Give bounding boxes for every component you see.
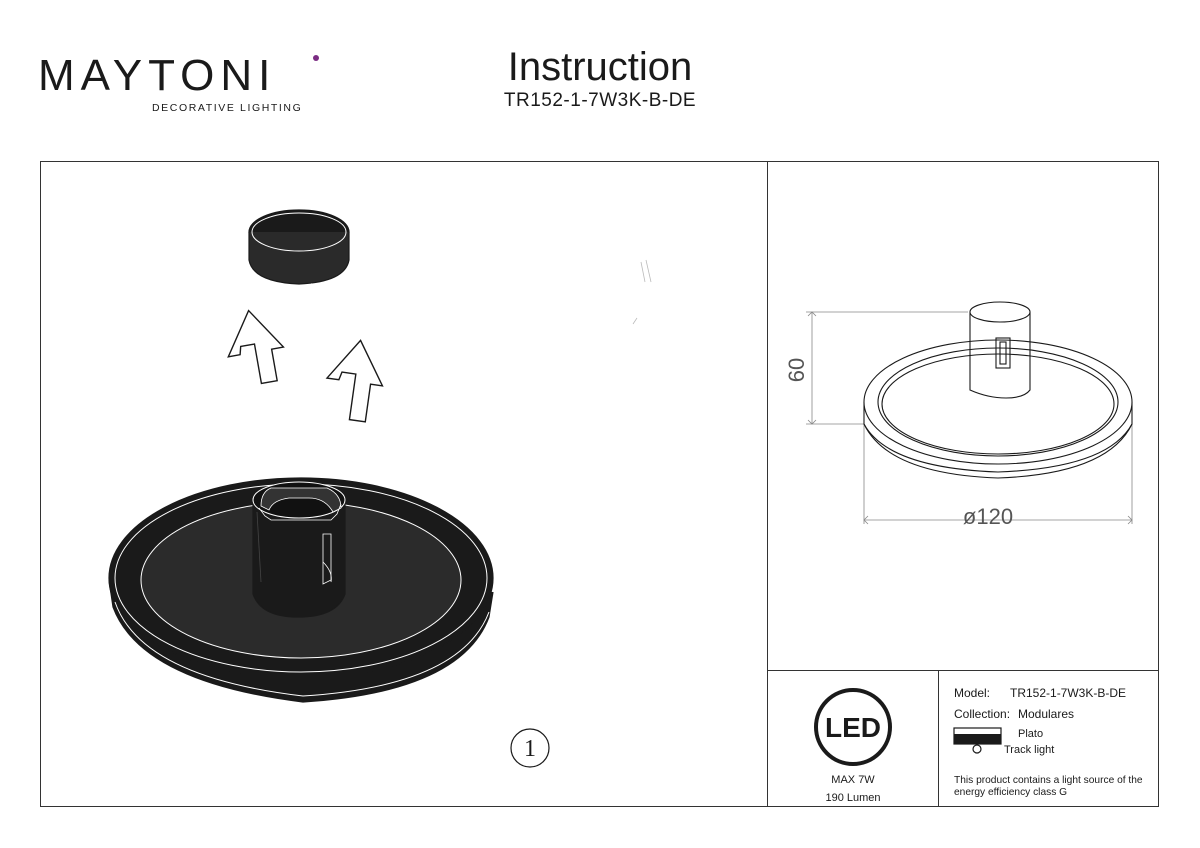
track-light-icon <box>953 727 1002 754</box>
collection-label: Collection: <box>954 707 1011 721</box>
cap-illustration <box>248 209 350 286</box>
up-arrow-icon <box>325 339 384 423</box>
brand-tagline: DECORATIVE LIGHTING <box>152 102 303 114</box>
height-dimension: 60 <box>784 358 809 382</box>
model-label: Model: <box>954 686 991 700</box>
step-number: 1 <box>524 736 536 762</box>
step-number-badge: 1 <box>510 728 550 768</box>
product-type: Track light <box>1004 744 1055 756</box>
collection-value: Modulares <box>1018 707 1075 721</box>
document-title: Instruction <box>507 45 693 89</box>
frame-divider-vertical <box>767 161 768 807</box>
lumen-output: 190 Lumen <box>825 792 881 804</box>
max-power: MAX 7W <box>831 774 875 786</box>
brand-name: MAYTONI <box>38 51 277 100</box>
led-icon-label: LED <box>825 712 881 743</box>
spec-divider <box>938 670 939 807</box>
energy-class-note: This product contains a light source of … <box>954 775 1143 798</box>
family-value: Plato <box>1018 728 1044 740</box>
document-sku: TR152-1-7W3K-B-DE <box>503 90 697 111</box>
assembly-drawing <box>108 209 652 703</box>
up-arrow-icon <box>227 309 285 385</box>
brand-logo: MAYTONI DECORATIVE LIGHTING <box>38 51 319 122</box>
led-badge: LED <box>814 688 892 766</box>
brand-logo-dot <box>313 55 319 61</box>
dimension-drawing: 60 ø120 <box>784 301 1133 529</box>
frame-divider-horizontal <box>767 670 1159 671</box>
connector-post-illustration <box>252 481 346 618</box>
model-value: TR152-1-7W3K-B-DE <box>1010 686 1127 700</box>
instruction-frame <box>40 161 1159 807</box>
diameter-dimension: ø120 <box>963 504 1013 529</box>
